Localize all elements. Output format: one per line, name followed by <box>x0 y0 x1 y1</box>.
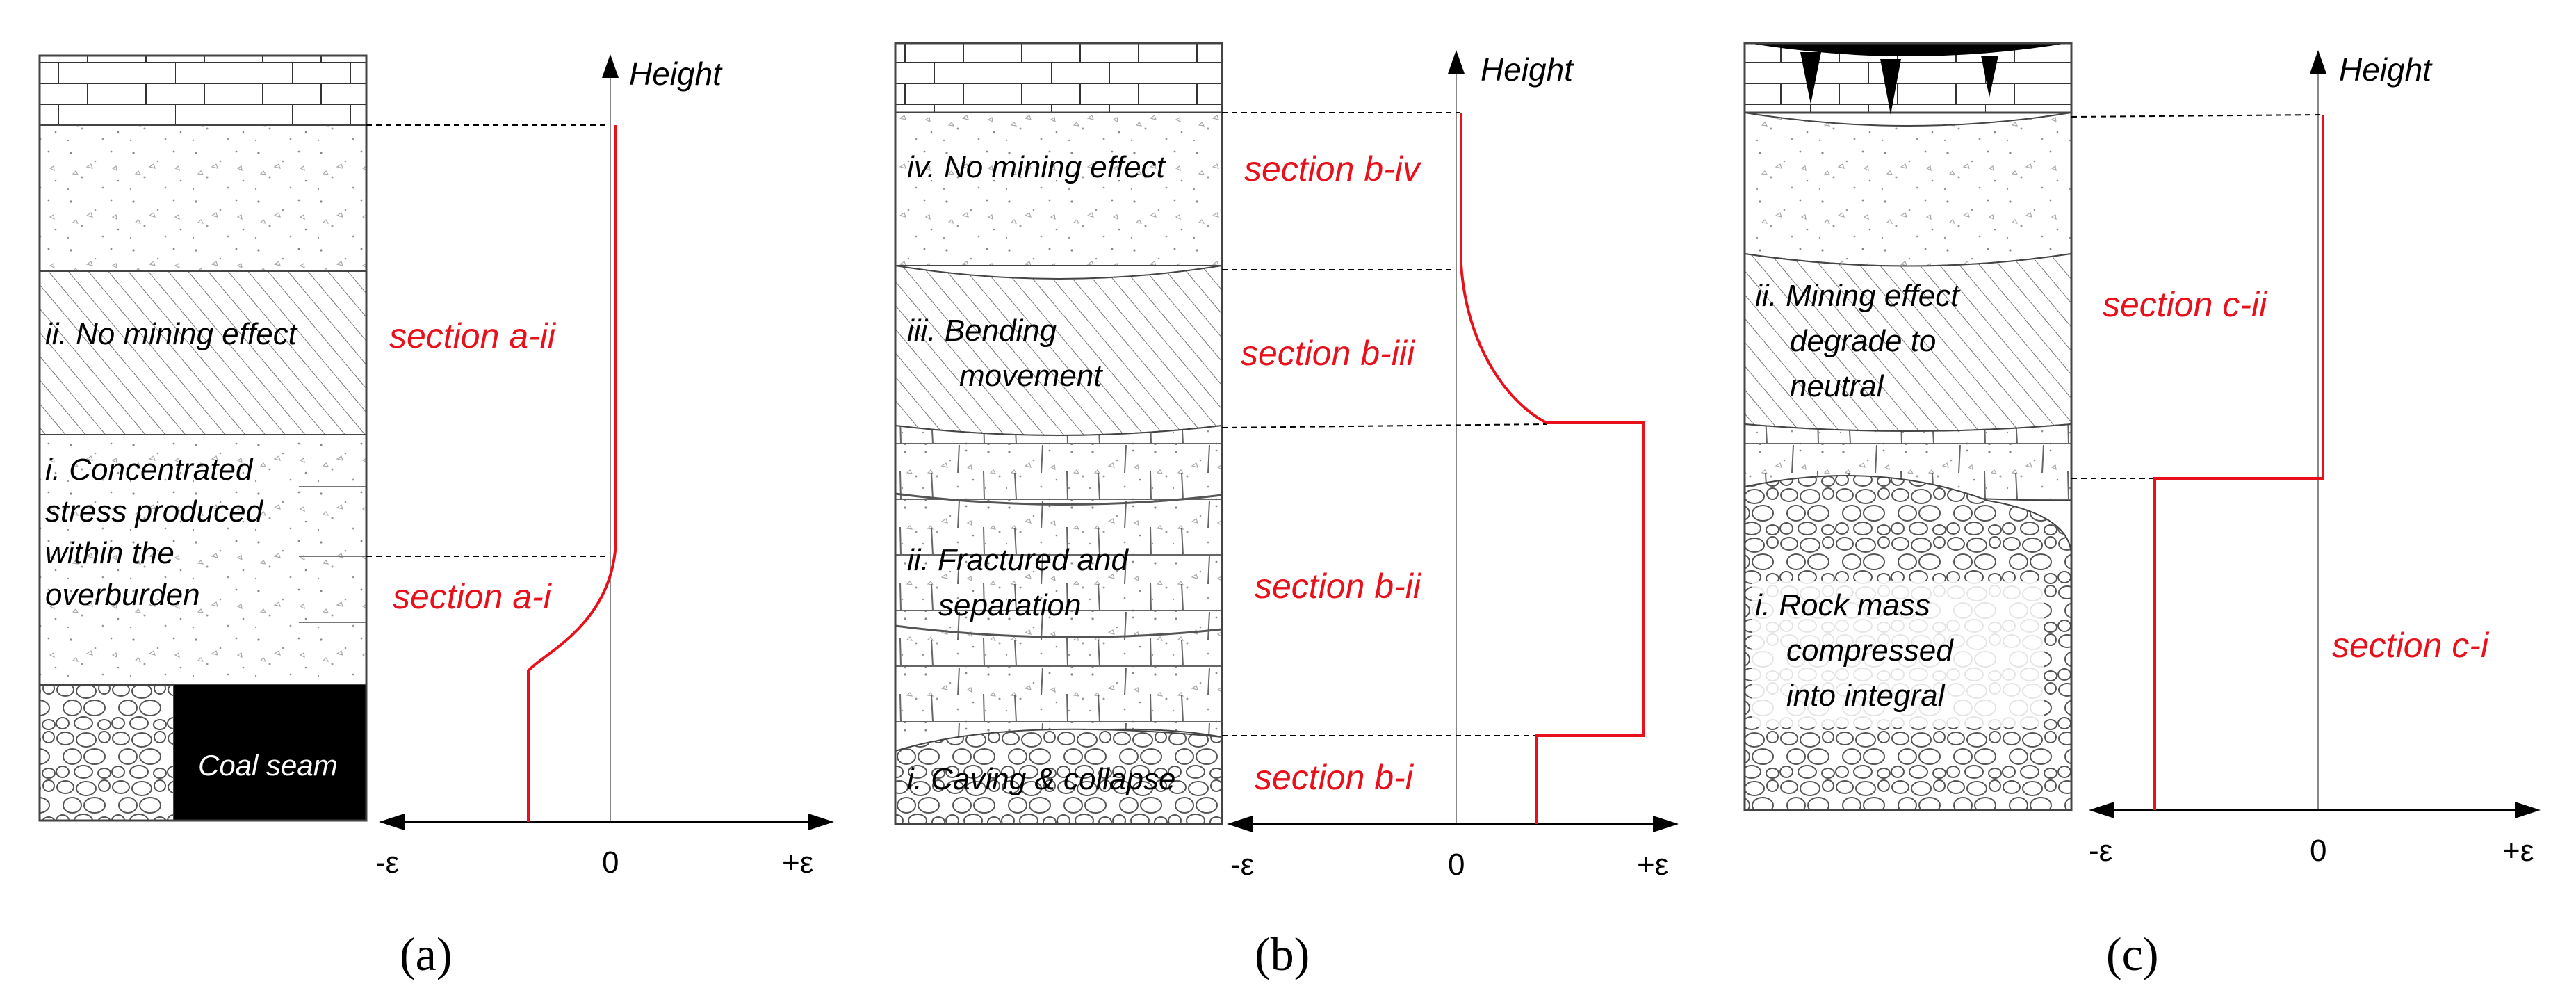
strain-curve-c <box>2153 115 2324 810</box>
strain-axes-b: Height -ε 0 +ε section b-iv section b-ii… <box>1221 50 1679 882</box>
strata-column-c: ii. Mining effect degrade to neutral i. … <box>1743 42 2073 811</box>
neg-strain-label: -ε <box>375 846 399 880</box>
caprock-layer <box>894 42 1223 114</box>
section-b-iv-label: section b-iv <box>1244 150 1422 188</box>
caving-rubble <box>895 728 1223 825</box>
separation-gap <box>895 492 1223 506</box>
coal-seam-label: Coal seam <box>198 749 338 782</box>
pos-strain-label: +ε <box>2502 834 2534 868</box>
surface-crack <box>1981 56 1998 97</box>
layer-iv-label: iv. No mining effect <box>907 150 1166 184</box>
bending-hatched-layer <box>895 264 1223 436</box>
neg-strain-label: -ε <box>1230 848 1254 882</box>
section-b-iii-label: section b-iii <box>1241 334 1416 373</box>
zero-label: 0 <box>602 846 619 880</box>
strata-column-b: iv. No mining effect iii. Bending moveme… <box>894 42 1223 825</box>
surface-crack <box>1800 52 1821 104</box>
caption-c: (c) <box>2106 928 2158 980</box>
neg-strain-label: -ε <box>2089 834 2112 868</box>
column-border <box>38 54 368 822</box>
separation-gap <box>895 624 1223 638</box>
panel-b: iv. No mining effect iii. Bending moveme… <box>894 42 1679 980</box>
pos-strain-label: +ε <box>782 846 813 880</box>
x-axis-left-arrowhead <box>379 814 405 830</box>
strain-axes-a: Height -ε 0 +ε section a-ii section a-i <box>366 54 834 880</box>
hatched-layer <box>39 270 367 435</box>
y-axis-arrowhead <box>1448 50 1465 74</box>
panel-c: ii. Mining effect degrade to neutral i. … <box>1743 42 2541 980</box>
coal-seam <box>174 685 366 821</box>
section-b-ii-label: section b-ii <box>1255 567 1422 606</box>
label-backdrop <box>1752 581 2044 727</box>
x-axis-left-arrowhead <box>2089 802 2114 818</box>
x-axis-right-arrowhead <box>808 814 834 830</box>
x-axis-right-arrowhead <box>1653 816 1679 832</box>
layer-i-label: i. Rock mass compressed into integral <box>1755 588 1962 713</box>
section-a-ii-label: section a-ii <box>389 316 557 355</box>
strain-curve-a <box>527 125 617 822</box>
section-b-i-label: section b-i <box>1255 758 1415 797</box>
layer-i-label: i. Concentrated stress produced within t… <box>45 453 271 612</box>
x-axis-right-arrowhead <box>2515 802 2541 818</box>
goaf-rubble <box>39 684 174 821</box>
panel-a: ii. No mining effect i. Concentrated str… <box>38 54 834 980</box>
top-dotted-layer <box>895 112 1223 266</box>
surface-crack <box>1880 59 1901 115</box>
zero-label: 0 <box>1448 848 1465 882</box>
y-axis-label: Height <box>1481 51 1574 88</box>
layer-ii-label: ii. No mining effect <box>45 317 298 351</box>
x-axis-left-arrowhead <box>1227 816 1253 832</box>
caption-a: (a) <box>400 928 452 980</box>
section-c-i-label: section c-i <box>2332 626 2490 665</box>
y-axis-label: Height <box>2339 51 2433 88</box>
pos-strain-label: +ε <box>1637 848 1668 882</box>
y-axis-label: Height <box>629 56 723 92</box>
guide-line <box>2071 114 2322 118</box>
section-a-i-label: section a-i <box>393 577 553 616</box>
y-axis-arrowhead <box>2310 50 2326 74</box>
strain-axes-c: Height -ε 0 +ε section c-ii section c-i <box>2071 50 2541 868</box>
layer-i-label: i. Caving & collapse <box>907 762 1175 796</box>
guide-line <box>1221 423 1547 428</box>
surface-crack <box>1748 43 2068 56</box>
layer-ii-label: ii. Mining effect degrade to neutral <box>1755 279 1968 403</box>
caprock-layer <box>38 54 368 127</box>
stressed-layer <box>39 434 367 686</box>
column-border <box>894 42 1223 825</box>
caption-b: (b) <box>1255 928 1310 980</box>
section-c-ii-label: section c-ii <box>2103 285 2268 324</box>
y-axis-arrowhead <box>602 54 619 78</box>
overburden-dotted-layer <box>39 124 367 272</box>
column-border <box>1743 42 2073 811</box>
strain-curve-b <box>1460 113 1645 824</box>
strata-column-a: ii. No mining effect i. Concentrated str… <box>38 54 368 822</box>
layer-iii-label: iii. Bending movement <box>907 314 1103 393</box>
top-dotted-layer <box>1744 111 2072 267</box>
zero-label: 0 <box>2310 834 2326 868</box>
layer-ii-label: ii. Fractured and separation <box>907 543 1136 622</box>
